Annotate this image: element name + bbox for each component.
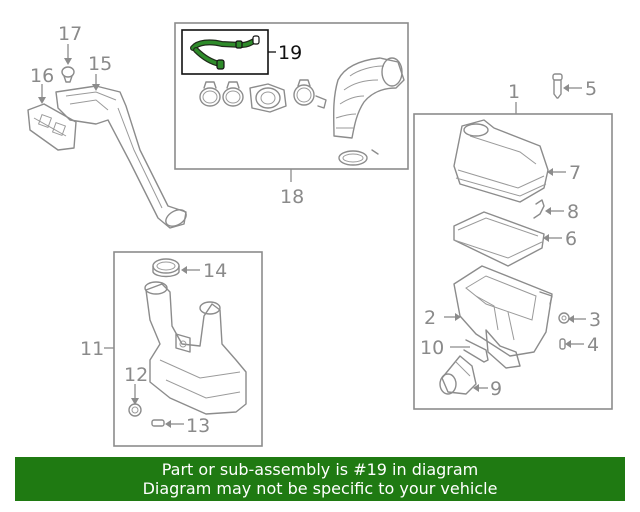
- arrow-4: [565, 340, 571, 348]
- part-3-grommet: [558, 312, 570, 324]
- arrow-2: [455, 313, 461, 321]
- arrow-8: [545, 207, 551, 215]
- label-4: 4: [587, 334, 599, 356]
- label-18: 18: [280, 186, 304, 208]
- footer-banner-bg: [15, 457, 625, 501]
- label-5: 5: [585, 78, 597, 100]
- arrow-17: [64, 58, 72, 65]
- assembly-18-intake-hose: [332, 57, 405, 166]
- arrow-16: [38, 97, 46, 104]
- arrow-6: [543, 234, 549, 242]
- arrow-5: [563, 84, 569, 92]
- arrow-9: [473, 384, 479, 392]
- arrow-7: [547, 168, 553, 176]
- part-8-clip: [533, 199, 545, 219]
- label-9: 9: [490, 378, 502, 400]
- part-16-bracket: [27, 103, 77, 151]
- label-15: 15: [88, 53, 112, 75]
- label-1: 1: [508, 81, 520, 103]
- part-10-strap: [463, 339, 489, 363]
- assembly-18-clamps: [199, 79, 327, 113]
- label-8: 8: [567, 201, 579, 223]
- label-14: 14: [203, 260, 227, 282]
- part-4-pin: [559, 338, 566, 350]
- arrow-12: [131, 398, 139, 405]
- label-11: 11: [80, 338, 104, 360]
- label-10: 10: [420, 337, 444, 359]
- label-7: 7: [569, 162, 581, 184]
- part-15-duct: [55, 85, 187, 229]
- arrow-14: [181, 266, 187, 274]
- label-3: 3: [589, 309, 601, 331]
- label-13: 13: [186, 415, 210, 437]
- label-2: 2: [424, 307, 436, 329]
- label-16: 16: [30, 65, 54, 87]
- part-13-pin: [151, 419, 165, 427]
- part-9-duct: [439, 355, 477, 395]
- arrow-3: [568, 315, 574, 323]
- label-12: 12: [124, 364, 148, 386]
- label-19: 19: [278, 42, 302, 64]
- part-2-lower-case: [453, 265, 553, 369]
- part-11-resonator: [144, 281, 247, 415]
- label-17: 17: [58, 23, 82, 45]
- assembly-11-frame: [113, 251, 263, 447]
- footer-banner: Part or sub-assembly is #19 in diagram D…: [15, 457, 625, 501]
- label-6: 6: [565, 228, 577, 250]
- part-19-hose[interactable]: [190, 35, 260, 70]
- footer-line-2: Diagram may not be specific to your vehi…: [142, 479, 498, 498]
- part-14-ring: [152, 258, 180, 278]
- part-5-bolt: [552, 73, 563, 99]
- part-17-clip: [61, 66, 75, 83]
- assembly-1-frame: [413, 113, 613, 410]
- part-6-filter: [453, 211, 545, 267]
- arrow-15: [92, 84, 100, 91]
- part-7-cover: [453, 119, 549, 203]
- part-12-grommet: [128, 403, 142, 417]
- footer-line-1: Part or sub-assembly is #19 in diagram: [161, 460, 479, 479]
- arrow-13: [165, 420, 171, 428]
